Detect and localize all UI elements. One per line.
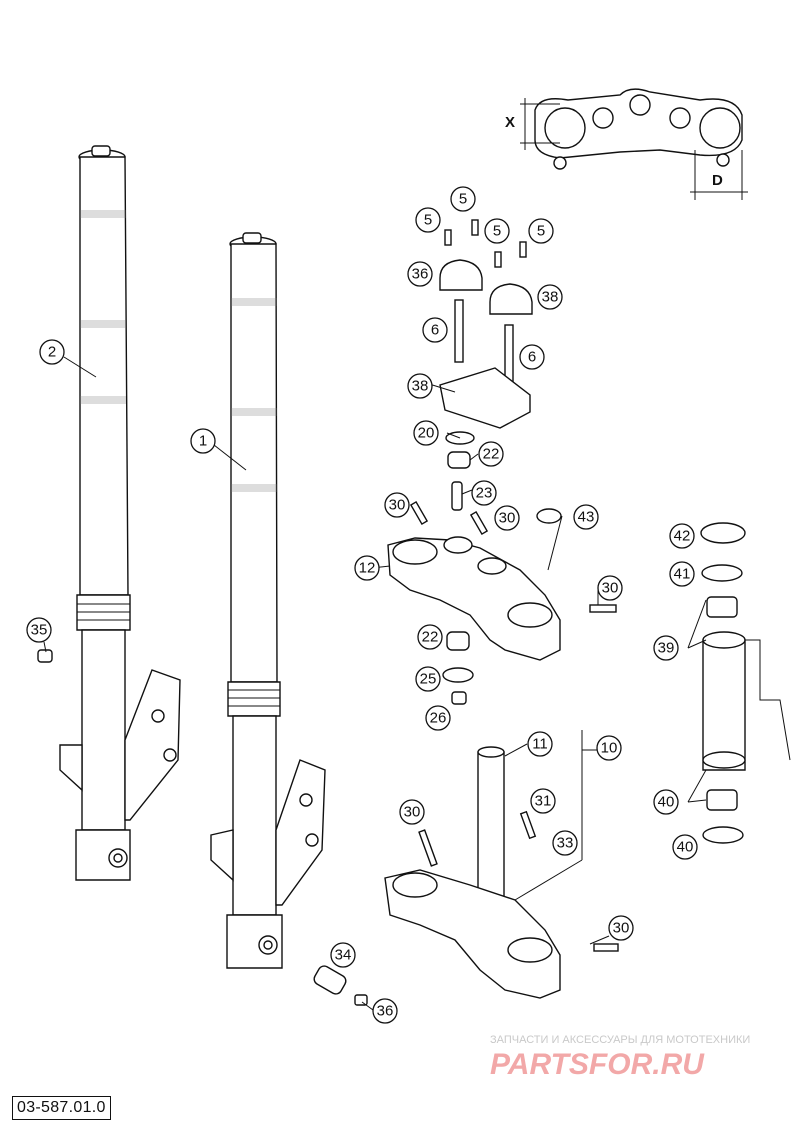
callout-30: 30 [608, 915, 634, 941]
svg-text:43: 43 [578, 509, 595, 526]
svg-text:30: 30 [404, 804, 421, 821]
fork-leg-right [210, 232, 326, 969]
callout-5: 5 [450, 186, 476, 212]
svg-text:30: 30 [602, 580, 619, 597]
svg-text:30: 30 [499, 510, 516, 527]
svg-text:5: 5 [459, 191, 467, 208]
top-clamp-plan-view [520, 88, 748, 200]
svg-text:22: 22 [422, 629, 439, 646]
callout-6: 6 [422, 317, 448, 343]
svg-text:40: 40 [658, 794, 675, 811]
svg-text:25: 25 [420, 671, 437, 688]
dimension-x-label: X [505, 114, 515, 131]
svg-text:38: 38 [412, 378, 429, 395]
svg-text:20: 20 [418, 425, 435, 442]
svg-text:26: 26 [430, 710, 447, 727]
callout-30: 30 [597, 575, 623, 601]
svg-text:42: 42 [674, 528, 691, 545]
svg-text:22: 22 [483, 446, 500, 463]
svg-text:39: 39 [658, 640, 675, 657]
callout-22: 22 [478, 441, 504, 467]
callout-2: 2 [39, 339, 65, 365]
svg-text:34: 34 [335, 947, 352, 964]
callout-1: 1 [190, 428, 216, 454]
callout-40: 40 [653, 789, 679, 815]
watermark-caption: ЗАПЧАСТИ И АКСЕССУАРЫ ДЛЯ МОТОТЕХНИКИ [490, 1034, 751, 1046]
callout-10: 10 [596, 735, 622, 761]
dimension-d-label: D [712, 172, 723, 189]
callout-45: 43 [573, 504, 599, 530]
watermark-brand-logo: PARTSFOR.RU [490, 1048, 704, 1081]
lower-triple-clamp [384, 746, 619, 999]
fork-leg-left [59, 145, 181, 881]
svg-text:36: 36 [377, 1003, 394, 1020]
leader-lines [43, 356, 707, 1011]
svg-text:38: 38 [542, 289, 559, 306]
callout-12: 12 [354, 555, 380, 581]
callout-5: 5 [528, 218, 554, 244]
svg-text:5: 5 [537, 223, 545, 240]
svg-text:31: 31 [535, 793, 552, 810]
svg-text:6: 6 [431, 322, 439, 339]
callout-41: 40 [672, 834, 698, 860]
handlebar-clamps [439, 219, 533, 429]
callout-20: 20 [413, 420, 439, 446]
svg-text:11: 11 [532, 736, 548, 753]
callout-40: 39 [653, 635, 679, 661]
svg-text:40: 40 [677, 839, 694, 856]
svg-text:10: 10 [601, 740, 618, 757]
callout-39: 38 [407, 373, 433, 399]
callout-38: 38 [537, 284, 563, 310]
callout-23: 23 [471, 480, 497, 506]
callout-22: 22 [417, 624, 443, 650]
svg-text:5: 5 [493, 223, 501, 240]
callout-30: 30 [384, 492, 410, 518]
steering-bearings [700, 522, 791, 844]
callout-5: 5 [415, 207, 441, 233]
svg-text:23: 23 [476, 485, 493, 502]
diagram-code-label: 03-587.01.0 [12, 1096, 111, 1120]
svg-text:5: 5 [424, 212, 432, 229]
callout-43: 42 [669, 523, 695, 549]
upper-triple-clamp [387, 536, 617, 661]
callout-36: 35 [26, 617, 52, 643]
svg-text:2: 2 [48, 344, 56, 361]
callout-34: 33 [552, 830, 578, 856]
svg-text:41: 41 [674, 566, 691, 583]
stem-nut-parts [442, 631, 474, 705]
svg-text:36: 36 [412, 266, 429, 283]
callout-31: 30 [494, 505, 520, 531]
callout-26: 26 [425, 705, 451, 731]
svg-text:30: 30 [613, 920, 630, 937]
svg-text:30: 30 [389, 497, 406, 514]
callout-11: 11 [527, 731, 553, 757]
callout-38: 36 [407, 261, 433, 287]
callout-42: 41 [669, 561, 695, 587]
callout-35: 34 [330, 942, 356, 968]
svg-text:6: 6 [528, 349, 536, 366]
svg-text:35: 35 [31, 622, 48, 639]
spacer-parts [37, 649, 368, 1006]
svg-text:1: 1 [199, 433, 207, 450]
svg-text:12: 12 [359, 560, 376, 577]
callout-36: 36 [372, 998, 398, 1024]
svg-text:33: 33 [557, 835, 574, 852]
callout-6: 6 [519, 344, 545, 370]
callout-30: 30 [399, 799, 425, 825]
callout-25: 25 [415, 666, 441, 692]
callout-33: 31 [530, 788, 556, 814]
callout-5: 5 [484, 218, 510, 244]
